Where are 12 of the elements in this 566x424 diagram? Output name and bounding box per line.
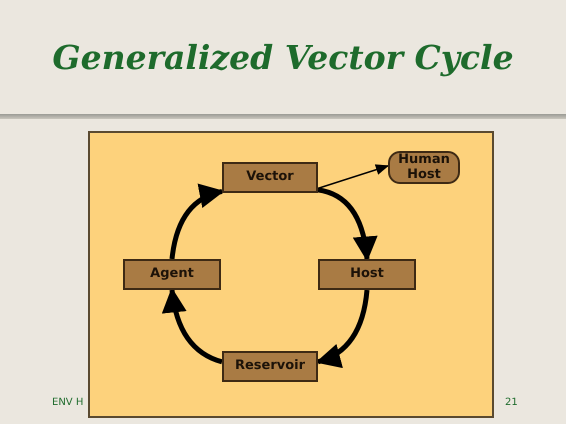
rounded-box: Human Host [388, 151, 460, 184]
process-box: Reservoir [222, 351, 318, 382]
footer-text: ENV H [52, 397, 84, 408]
slide-title: Generalized Vector Cycle [51, 38, 515, 77]
process-box: Vector [222, 162, 318, 193]
arrow [170, 184, 224, 260]
slide-number: 21 [505, 397, 518, 408]
arrow [318, 164, 390, 190]
arrow [318, 187, 377, 262]
process-box: Host [318, 259, 416, 290]
process-box: Agent [123, 259, 221, 290]
arrow [162, 288, 223, 364]
